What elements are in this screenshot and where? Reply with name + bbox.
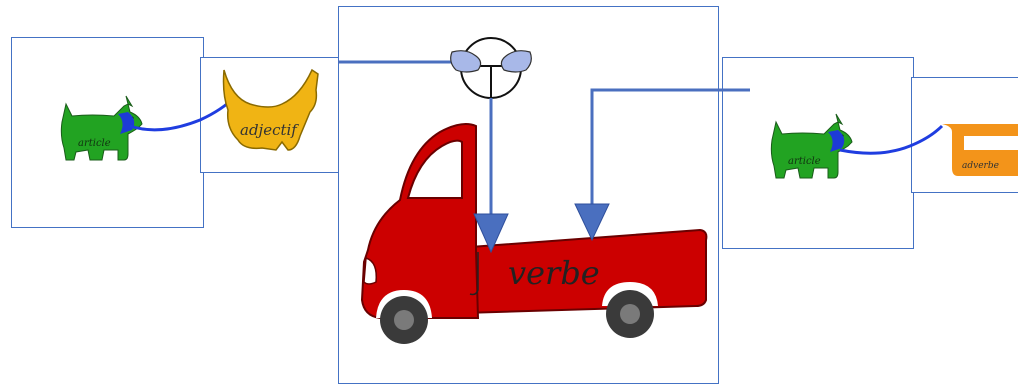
left-leash [130,96,236,130]
truck-icon [362,124,706,344]
arrow-adverb-to-verb-head [575,204,609,240]
adverb-label: adverbe [962,161,999,171]
right-dog-icon [771,114,852,178]
right-article-label: article [788,156,821,167]
arrow-adverb-to-verb-line [592,90,750,208]
verb-label: verbe [508,254,600,292]
left-dog-icon [61,96,142,160]
adjective-label: adjectif [240,121,299,139]
right-leash [840,126,942,153]
steering-wheel-icon [451,38,532,98]
left-article-label: article [78,138,111,149]
